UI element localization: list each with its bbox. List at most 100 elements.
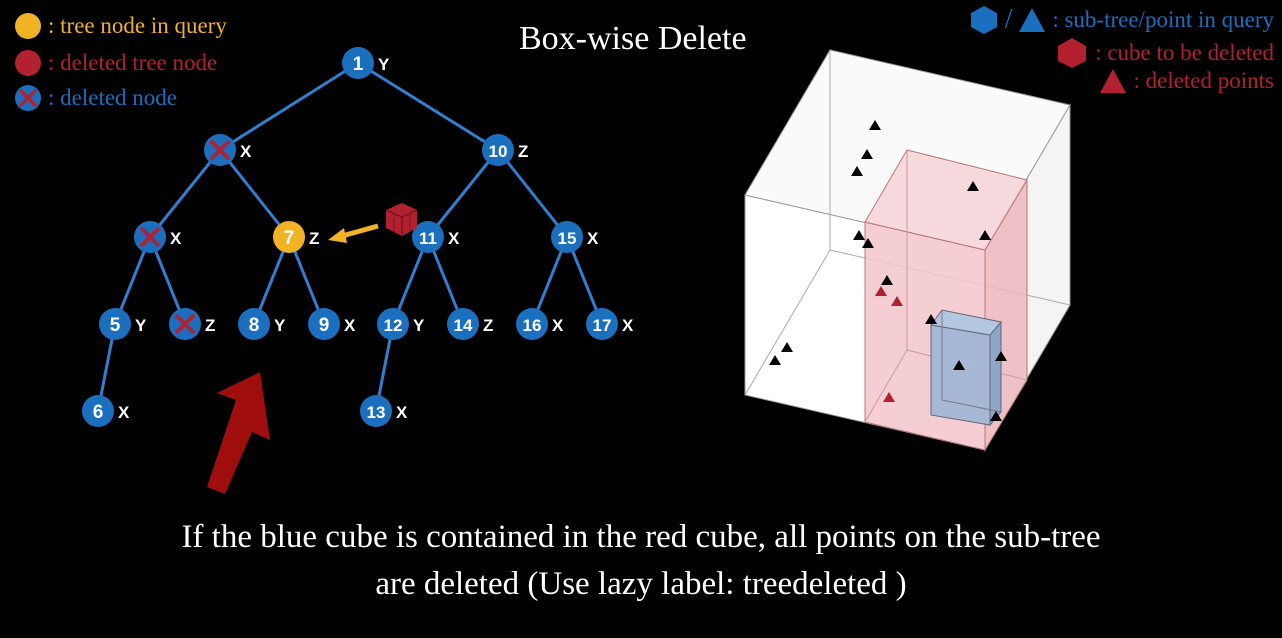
tree-node-label: 8	[249, 315, 260, 336]
caption-line-1: If the blue cube is contained in the red…	[181, 519, 1101, 555]
points	[769, 120, 1007, 421]
tree-node-circle	[551, 221, 583, 253]
tree-node: 17 X	[586, 308, 634, 340]
tree-node-axis: X	[170, 229, 182, 248]
tree-node-label: 12	[384, 316, 403, 335]
blue-box-side	[989, 320, 1002, 427]
tree-node: X	[134, 221, 182, 253]
tree-node-label: 17	[593, 316, 612, 335]
legend-deleted-tree-label: : deleted tree node	[48, 50, 218, 75]
tree-node-circle	[447, 308, 479, 340]
tree-node-axis: Y	[274, 316, 286, 335]
point-marker	[781, 342, 793, 352]
tree-node: Z	[169, 308, 215, 340]
tree-node-circle	[82, 395, 114, 427]
point-marker	[953, 360, 965, 370]
point-marker	[769, 355, 781, 365]
tree-edge	[218, 149, 291, 238]
legend-slash: /	[1004, 4, 1013, 35]
point-marker	[967, 181, 979, 191]
box-illustration	[744, 49, 1071, 452]
legend-deleted-node-label: : deleted node	[48, 85, 178, 110]
big-red-arrow-icon	[207, 372, 270, 494]
point-marker-deleted	[883, 392, 895, 402]
point-marker	[869, 120, 881, 130]
crossed-circle-icon	[15, 85, 41, 111]
point-marker	[861, 149, 873, 159]
tree-edge	[426, 149, 500, 238]
red-slab-top	[864, 149, 1028, 251]
tree-node-label: 1	[353, 54, 364, 75]
red-hexagon-icon	[1058, 38, 1087, 68]
red-cube-icon	[385, 203, 418, 236]
red-triangle-icon	[1100, 69, 1127, 93]
tree-node-axis: X	[118, 403, 130, 422]
point-marker	[990, 411, 1002, 421]
tree-node-circle	[412, 221, 444, 253]
point-marker	[851, 166, 863, 176]
legend-query-label: : tree node in query	[48, 13, 227, 38]
tree-node-axis: Z	[518, 142, 528, 161]
blue-triangle-icon	[1019, 8, 1046, 32]
tree-node-axis: Y	[378, 55, 390, 74]
tree-node: 10 Z	[482, 134, 528, 166]
tree-node-axis: X	[552, 316, 564, 335]
tree-node-label: 11	[419, 229, 437, 248]
point-marker	[979, 230, 991, 240]
tree-node-label: 9	[319, 315, 330, 336]
query-arrow	[328, 223, 379, 243]
blue-box-front	[930, 324, 991, 426]
tree-node-axis: X	[622, 316, 634, 335]
delete-cross	[174, 313, 196, 335]
tree-node-label: 6	[93, 402, 104, 423]
tree-node-label: 10	[489, 142, 508, 161]
diagram-title: Box-wise Delete	[519, 20, 747, 57]
red-circle-icon	[15, 50, 41, 76]
tree-node-label: 16	[523, 316, 542, 335]
legend-subtree-label: : sub-tree/point in query	[1052, 7, 1274, 32]
tree-node-axis: X	[240, 142, 252, 161]
tree-node-axis: X	[344, 316, 356, 335]
point-marker-deleted	[875, 286, 887, 296]
tree-node-axis: Y	[135, 316, 147, 335]
point-marker	[862, 238, 874, 248]
legend-deleted-node: : deleted node	[14, 84, 177, 112]
caption-line-2: are deleted (Use lazy label: treedeleted…	[375, 566, 907, 602]
tree-node-axis: X	[587, 229, 599, 248]
tree-node-circle	[342, 47, 374, 79]
tree-node-label: 5	[110, 315, 121, 336]
tree-node-label: 13	[367, 403, 386, 422]
tree-node-circle	[377, 308, 409, 340]
tree-node-axis: Z	[205, 316, 215, 335]
tree-node-axis: Y	[413, 316, 425, 335]
tree-node-axis: Z	[309, 229, 319, 248]
tree-node-circle	[516, 308, 548, 340]
blue-hexagon-icon	[970, 6, 997, 34]
tree-node-circle	[586, 308, 618, 340]
gold-circle-icon	[15, 13, 41, 39]
tree-edge	[148, 149, 222, 238]
legend-deleted-tree: : deleted tree node	[14, 49, 217, 77]
tree-node-label: 14	[454, 316, 473, 335]
point-marker	[925, 314, 937, 324]
tree-node-circle	[99, 308, 131, 340]
delete-cross	[139, 226, 161, 248]
tree-node-circle	[273, 221, 305, 253]
tree-edge	[219, 61, 359, 152]
point-marker	[853, 230, 865, 240]
legend-subtree: / : sub-tree/point in query	[969, 4, 1274, 36]
tree-node: 12 Y	[377, 308, 425, 340]
tree-node: X	[204, 134, 252, 166]
tree-node: 16 X	[516, 308, 564, 340]
tree-node-label: 7	[284, 228, 295, 249]
